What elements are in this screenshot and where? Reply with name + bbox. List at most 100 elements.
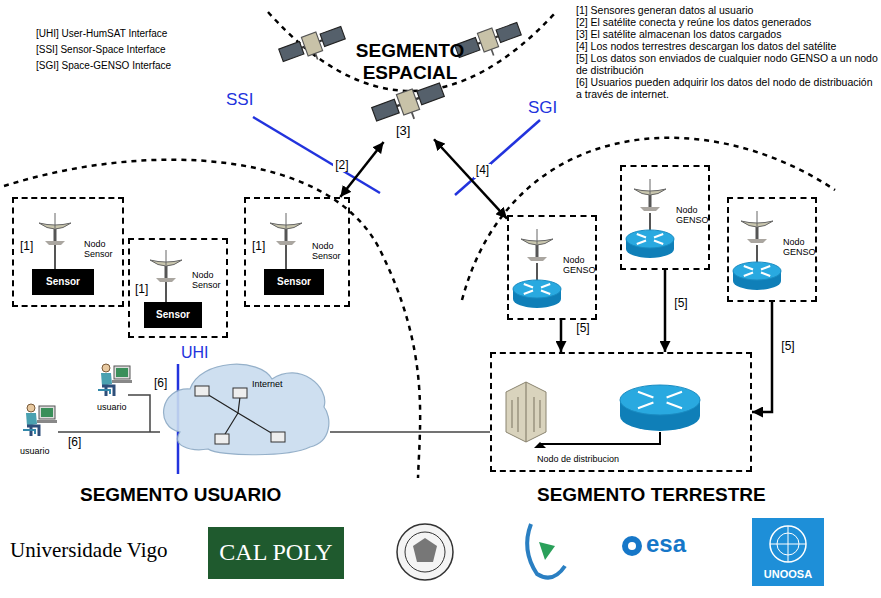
decoration — [744, 272, 753, 275]
decoration — [166, 250, 167, 265]
unoosa-logo: UNOOSA — [752, 518, 824, 586]
callout-number: [1] — [20, 240, 33, 254]
decoration — [98, 390, 110, 394]
decoration — [101, 373, 112, 386]
decoration — [491, 49, 493, 55]
list-item: [5] Los datos son enviados de cualquier … — [576, 52, 878, 76]
user-icon — [23, 404, 57, 436]
legend-text: [SGI] Space-GENSO Interface — [36, 60, 171, 72]
node-text: Nodo GENSO — [563, 255, 597, 276]
genso-node: Nodo GENSO — [507, 215, 597, 320]
decoration — [55, 213, 56, 228]
connector — [560, 320, 563, 352]
decoration — [27, 404, 35, 412]
node-text: Nodo de distribucion — [537, 454, 687, 464]
antenna-icon — [150, 250, 182, 282]
interface-label: SSI — [226, 90, 253, 110]
connector — [330, 431, 490, 433]
decoration — [524, 284, 533, 287]
sensor-box: Sensor — [264, 269, 324, 295]
callout-number: [1] — [252, 240, 265, 254]
list-item: [4] Los nodos terrestres descargan los d… — [576, 40, 878, 52]
decoration — [541, 290, 550, 293]
node-text: [3] — [396, 124, 410, 139]
decoration — [620, 385, 700, 415]
decoration — [271, 432, 285, 442]
satellite-icon — [454, 19, 525, 66]
decoration — [496, 23, 521, 43]
user-label: usuario — [97, 402, 127, 412]
list-item: [6] Usuarios pueden adquirir los datos d… — [576, 76, 878, 100]
segment-title: SEGMENTO TERRESTRE — [537, 484, 766, 506]
decoration — [761, 272, 770, 275]
decoration — [622, 536, 642, 556]
crectealc-logo — [527, 524, 565, 578]
segment-boundary — [268, 12, 556, 91]
esa-logo — [622, 536, 642, 556]
decoration — [397, 524, 453, 580]
calpoly-logo: CAL POLY — [208, 527, 344, 579]
decoration — [541, 284, 550, 287]
edge-label: [4] — [474, 164, 491, 177]
decoration — [215, 434, 229, 444]
decoration — [286, 213, 287, 228]
callout-number: [6] — [154, 377, 167, 391]
callout-number: [6] — [68, 436, 81, 450]
legend-text: [SSI] Sensor-Space Interface — [36, 44, 166, 56]
router-icon — [626, 230, 674, 258]
unam-seal — [397, 524, 453, 580]
decoration — [45, 241, 65, 245]
decoration — [417, 83, 444, 105]
node-text: Nodo GENSO — [783, 237, 817, 258]
decoration — [654, 240, 663, 243]
decoration — [301, 32, 322, 56]
decoration — [513, 280, 561, 298]
decoration — [320, 27, 345, 47]
decoration — [233, 388, 247, 398]
decoration — [747, 239, 767, 243]
list-item: [2] El satélite conecta y reúne los dato… — [576, 16, 878, 28]
antenna-mast — [285, 245, 287, 269]
decoration — [396, 89, 419, 115]
internet-cloud: Internet — [160, 357, 330, 457]
decoration — [413, 538, 437, 562]
decoration — [527, 524, 565, 578]
antenna-mast — [165, 282, 167, 302]
node-text: Internet — [252, 379, 302, 389]
distribution-node: Nodo de distribucion — [490, 352, 752, 472]
list-item: [1] Sensores generan datos al usuario — [576, 4, 878, 16]
node-text: Sensor — [156, 309, 190, 321]
segment-title: SEGMENTO ESPACIAL — [335, 40, 485, 84]
callout-number: [1] — [135, 283, 148, 297]
router-icon — [620, 385, 700, 431]
decoration — [770, 526, 806, 562]
server-icon — [506, 382, 546, 442]
user-label: usuario — [20, 446, 50, 456]
antenna-icon — [634, 179, 666, 211]
decoration — [477, 28, 498, 52]
decoration — [637, 234, 646, 237]
decoration — [412, 112, 414, 119]
node-text: Nodo GENSO — [676, 205, 710, 226]
router-icon — [513, 280, 561, 308]
antenna-icon — [39, 213, 71, 245]
interface-line — [253, 117, 380, 193]
edge-label: [5] — [779, 340, 796, 353]
decoration — [512, 382, 540, 442]
connector — [664, 270, 667, 352]
numbered-list: [1] Sensores generan datos al usuario[2]… — [576, 4, 878, 101]
decoration — [26, 413, 37, 426]
satellite-icon — [278, 23, 349, 70]
interface-label: UHI — [181, 344, 209, 362]
segment-title: SEGMENTO USUARIO — [80, 484, 281, 506]
node-text: Sensor — [46, 276, 80, 288]
decoration — [757, 211, 758, 226]
decoration — [667, 402, 682, 408]
decoration — [638, 402, 653, 408]
decoration — [372, 99, 399, 121]
node-text: Nodo Sensor — [312, 241, 350, 262]
genso-node: Nodo GENSO — [620, 165, 710, 270]
antenna-icon — [270, 213, 302, 245]
legend-text: [UHI] User-HumSAT Interface — [36, 28, 167, 40]
decoration — [638, 392, 653, 398]
